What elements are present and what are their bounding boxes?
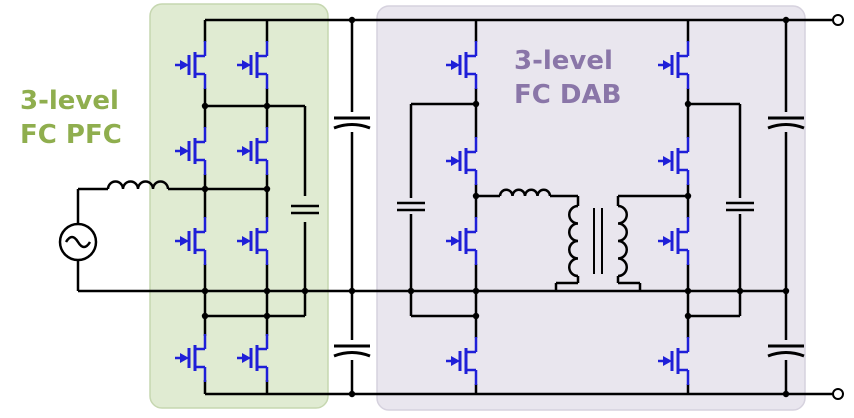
dc-link-top-capacitor-icon: [332, 116, 372, 130]
dc-link-bottom-capacitor-icon: [332, 344, 372, 358]
pfc-label-line1: 3-level: [20, 86, 119, 116]
input-inductor-icon: [106, 180, 170, 190]
pfc-label-line2: FC PFC: [20, 120, 122, 150]
dab-label: 3-level FC DAB: [514, 44, 621, 112]
dab-label-line1: 3-level: [514, 46, 613, 76]
ac-voltage-source-icon: [58, 222, 98, 262]
pfc-label: 3-level FC PFC: [20, 84, 122, 152]
wiring: [76, 18, 834, 396]
output-terminal-negative-icon: [832, 388, 844, 400]
dab-region: [376, 5, 806, 411]
dab-label-line2: FC DAB: [514, 80, 622, 110]
output-terminal-positive-icon: [832, 14, 844, 26]
transformer-icon: [568, 204, 628, 278]
dab-inductor-icon: [498, 188, 552, 197]
